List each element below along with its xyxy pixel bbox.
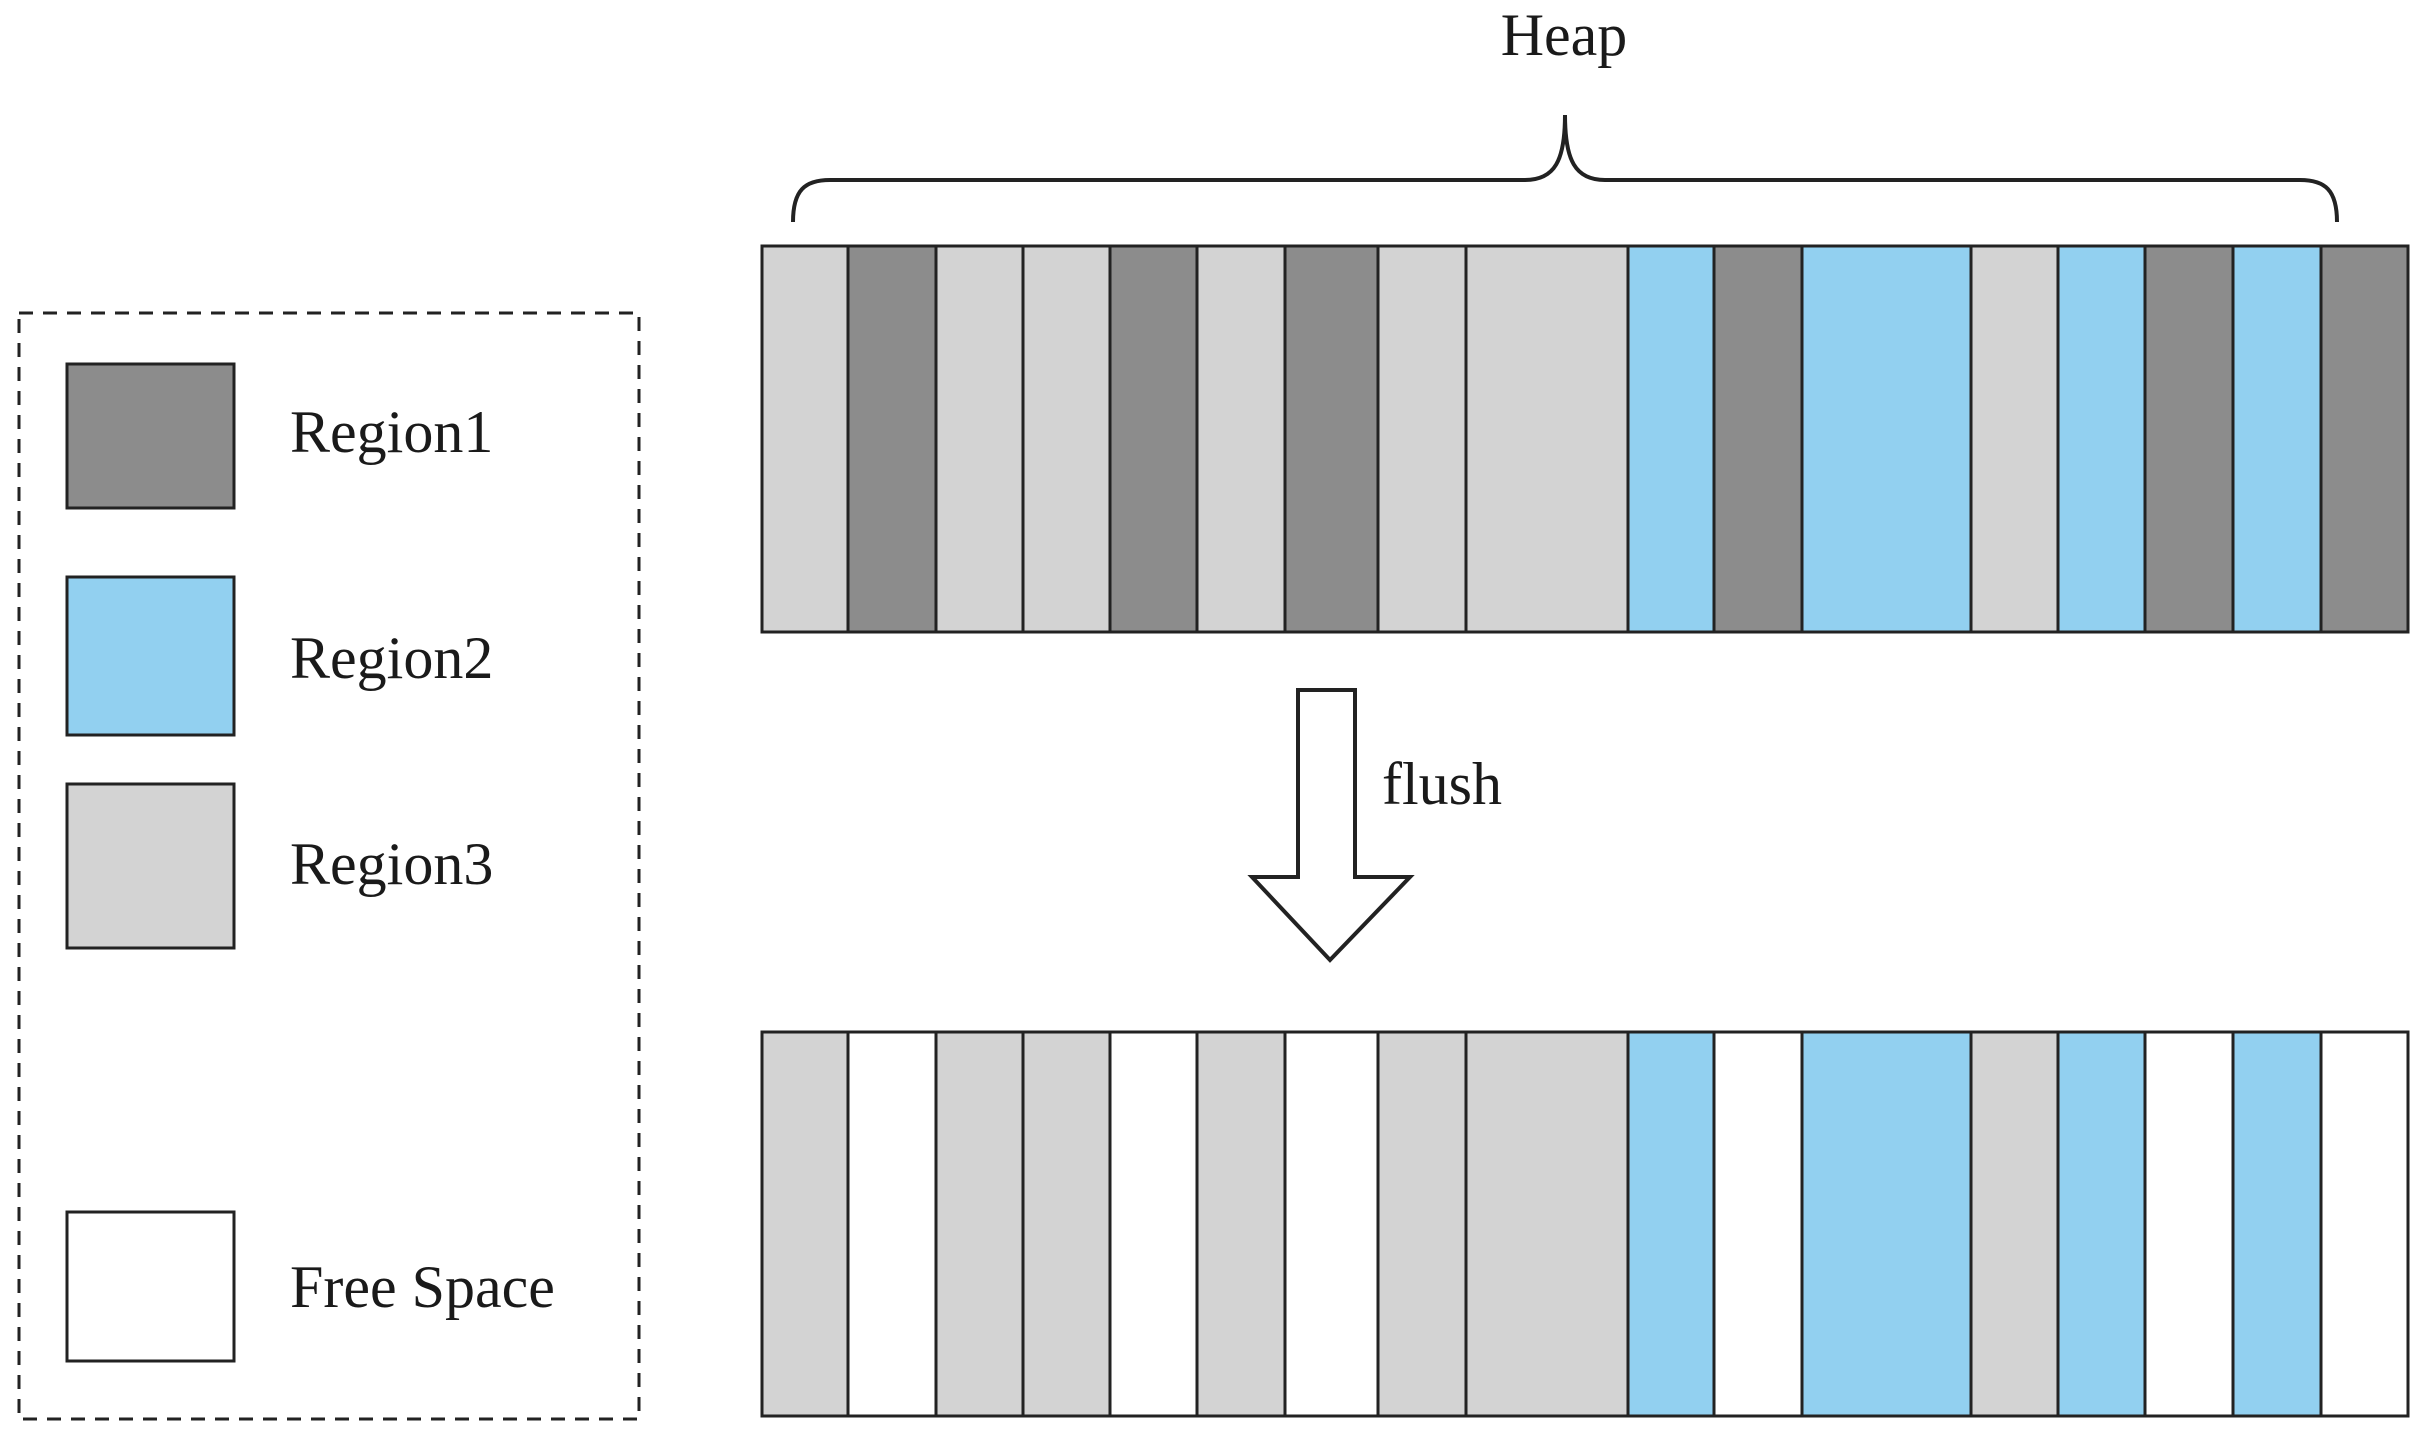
legend-label-region1: Region1 — [290, 399, 493, 465]
heap-after-cell-15-free — [2143, 1030, 2235, 1418]
heap-after-cell-2-free — [846, 1030, 938, 1418]
heap-after-cell-7-free — [1283, 1030, 1380, 1418]
heap-before-cell-1-region3 — [760, 244, 850, 634]
heap-after-cell-3-region3 — [934, 1030, 1025, 1418]
legend-swatch-free — [65, 1210, 236, 1363]
heap-after-cell-14-region2 — [2056, 1030, 2147, 1418]
legend-label-region2: Region2 — [290, 625, 493, 691]
heap-after-cell-8-region3 — [1376, 1030, 1468, 1418]
heap-after-cell-9-region3 — [1464, 1030, 1630, 1418]
heap-before-cell-10-region2 — [1626, 244, 1716, 634]
heap-after-cell-5-free — [1108, 1030, 1199, 1418]
heap-before-cell-12-region2 — [1800, 244, 1973, 634]
heap-after-cell-12-region2 — [1800, 1030, 1973, 1418]
heap-before-cell-2-region1 — [846, 244, 938, 634]
legend-label-region3: Region3 — [290, 831, 493, 897]
heap-before-cell-5-region1 — [1108, 244, 1199, 634]
heap-before-cell-3-region3 — [934, 244, 1025, 634]
heap-after-cell-13-region3 — [1969, 1030, 2060, 1418]
legend-swatch-region3 — [65, 782, 236, 950]
heap-before-cell-4-region3 — [1021, 244, 1112, 634]
heap-before-cell-11-region1 — [1712, 244, 1804, 634]
heap-before-cell-14-region2 — [2056, 244, 2147, 634]
legend-swatch-region1 — [65, 362, 236, 510]
legend-label-free-space: Free Space — [290, 1254, 555, 1320]
heap-after-cell-16-region2 — [2231, 1030, 2323, 1418]
heap-after-cell-4-region3 — [1021, 1030, 1112, 1418]
heap-before-cell-9-region3 — [1464, 244, 1630, 634]
heap-after-bar — [760, 1030, 2410, 1418]
heap-before-cell-13-region3 — [1969, 244, 2060, 634]
flush-label: flush — [1382, 751, 1502, 817]
heap-label: Heap — [1501, 2, 1628, 68]
flush-arrow — [1247, 688, 1415, 963]
heap-before-bar — [760, 244, 2410, 634]
heap-after-cell-17-free — [2319, 1030, 2410, 1418]
heap-before-cell-8-region3 — [1376, 244, 1468, 634]
heap-before-cell-15-region1 — [2143, 244, 2235, 634]
heap-brace — [791, 114, 2339, 223]
heap-before-cell-17-region1 — [2319, 244, 2410, 634]
heap-before-cell-7-region1 — [1283, 244, 1380, 634]
heap-after-cell-11-free — [1712, 1030, 1804, 1418]
heap-before-cell-6-region3 — [1195, 244, 1287, 634]
heap-before-cell-16-region2 — [2231, 244, 2323, 634]
heap-after-cell-10-region2 — [1626, 1030, 1716, 1418]
heap-after-cell-6-region3 — [1195, 1030, 1287, 1418]
heap-after-cell-1-region3 — [760, 1030, 850, 1418]
legend-swatch-region2 — [65, 575, 236, 737]
